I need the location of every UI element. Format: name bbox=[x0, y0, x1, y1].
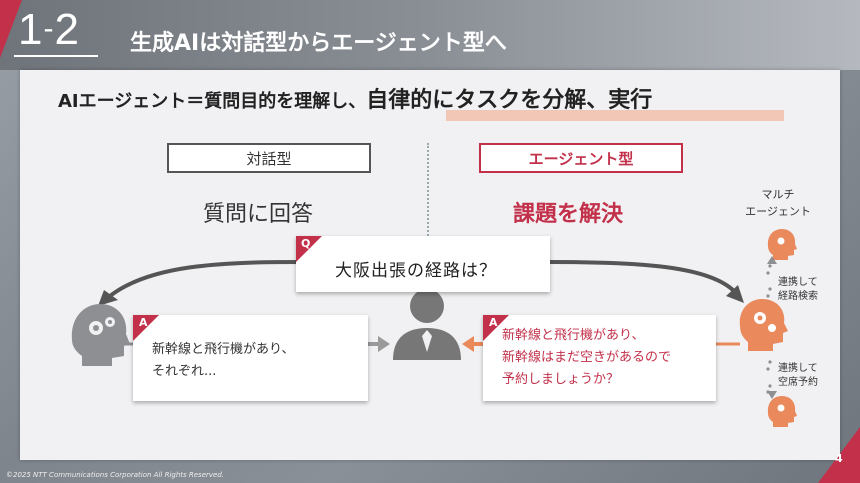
answer-agent-line: 新幹線と飛行機があり、 bbox=[502, 328, 645, 343]
arrow-head-right bbox=[726, 285, 744, 303]
slide-title: 生成AIは対話型からエージェント型へ bbox=[130, 31, 507, 56]
question-badge bbox=[296, 236, 322, 262]
step-label-line: 連携して bbox=[778, 277, 818, 288]
tag-dialog-type: 対話型 bbox=[167, 143, 371, 173]
step-label-line: 連携して bbox=[778, 363, 818, 374]
orange-agent-head-icon-main bbox=[739, 299, 788, 351]
center-divider bbox=[427, 143, 429, 311]
step-label-line: 空席予約 bbox=[778, 377, 818, 388]
question-badge-label: Q bbox=[301, 237, 311, 250]
headline-highlight-bar bbox=[446, 110, 784, 121]
step-seat-booking: 連携して 空席予約 bbox=[778, 362, 818, 390]
answer-box-agent bbox=[483, 315, 716, 401]
orange-agent-head-icon-top bbox=[767, 229, 797, 260]
tag-agent-type: エージェント型 bbox=[479, 143, 683, 173]
answer-text-agent: 新幹線と飛行機があり、 新幹線はまだ空きがあるので 予約しましょうか？ bbox=[502, 325, 671, 391]
dotted-arrow-up bbox=[767, 256, 777, 264]
answer-badge-agent-label: A bbox=[489, 316, 498, 329]
multi-agent-label-line: マルチ bbox=[761, 188, 795, 201]
answer-badge-dialog-label: A bbox=[139, 316, 148, 329]
headline-highlight: 自律的にタスクを分解、実行 bbox=[366, 88, 653, 113]
multi-agent-label: マルチ エージェント bbox=[733, 186, 823, 220]
answer-box-dialog bbox=[133, 315, 368, 401]
step-route-search: 連携して 経路検索 bbox=[778, 276, 818, 304]
answer-agent-line: 新幹線はまだ空きがあるので bbox=[502, 350, 672, 365]
answer-text-dialog: 新幹線と飛行機があり、 それぞれ... bbox=[152, 339, 294, 383]
question-text: 大阪出張の経路は？ bbox=[335, 261, 497, 281]
page-corner-accent bbox=[818, 427, 860, 483]
question-box bbox=[296, 236, 550, 292]
answer-badge-agent bbox=[483, 315, 509, 341]
dotted-link-lower bbox=[766, 360, 772, 394]
answer-dialog-line: 新幹線と飛行機があり、 bbox=[152, 342, 295, 357]
gray-ai-head-icon bbox=[71, 304, 130, 366]
dotted-arrow-down bbox=[767, 391, 777, 399]
dotted-link-upper bbox=[766, 264, 772, 298]
answer-badge-dialog bbox=[133, 315, 159, 341]
orange-agent-head-icon-bottom bbox=[767, 396, 797, 427]
corner-accent bbox=[0, 0, 22, 58]
answer-dialog-line: それぞれ... bbox=[152, 364, 217, 379]
person-icon bbox=[393, 289, 461, 360]
section-underline bbox=[14, 55, 98, 57]
headline: AIエージェント＝質問目的を理解し、自律的にタスクを分解、実行 bbox=[58, 82, 652, 114]
copyright: ©2025 NTT Communications Corporation All… bbox=[6, 471, 225, 479]
section-number: 1-2 bbox=[18, 5, 80, 54]
multi-agent-label-line: エージェント bbox=[745, 205, 811, 218]
answer-agent-line: 予約しましょうか？ bbox=[502, 372, 620, 387]
page-number: 4 bbox=[835, 452, 843, 465]
arrow-to-right-agent bbox=[549, 260, 737, 294]
header-band bbox=[0, 0, 860, 70]
subtitle-answer: 質問に回答 bbox=[203, 202, 314, 227]
headline-prefix: AIエージェント＝質問目的を理解し、 bbox=[58, 91, 367, 112]
arrow-to-left-agent bbox=[108, 260, 301, 298]
arrow-head-left bbox=[98, 290, 118, 306]
step-label-line: 経路検索 bbox=[778, 291, 818, 302]
subtitle-solve: 課題を解決 bbox=[513, 202, 624, 227]
